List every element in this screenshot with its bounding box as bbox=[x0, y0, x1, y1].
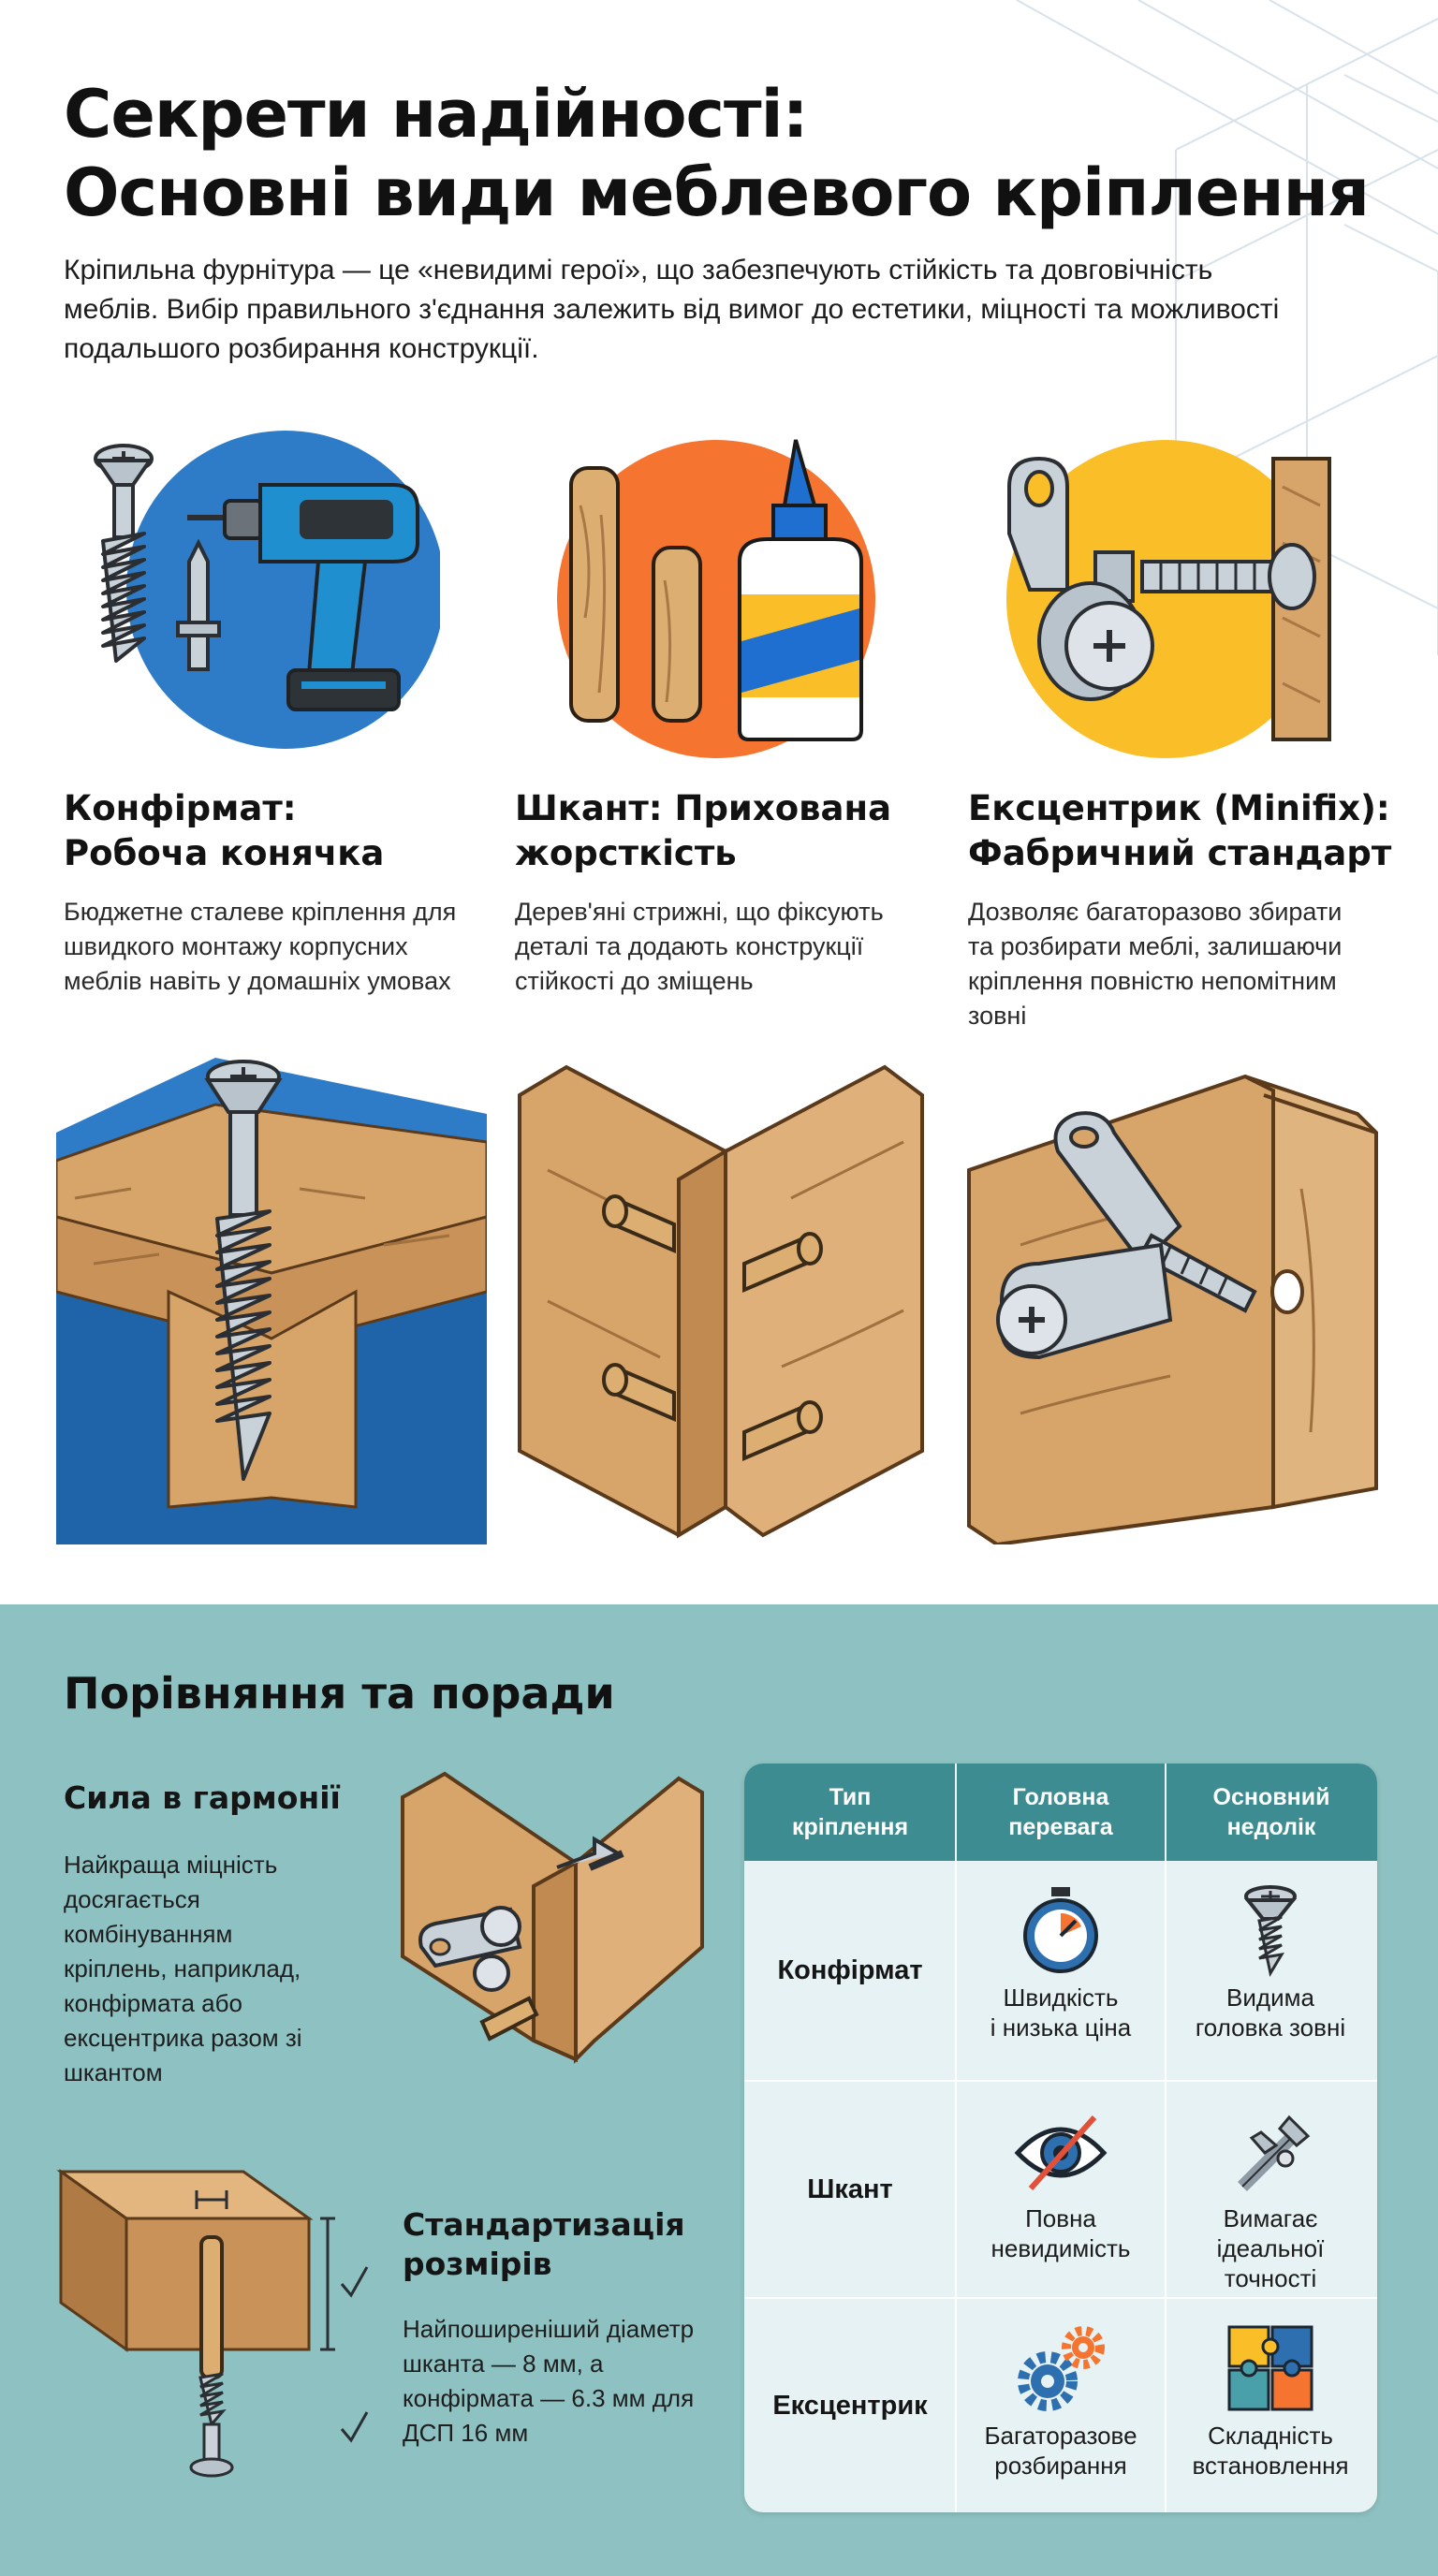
card-dowel-title: Шкант: Прихована жорсткість bbox=[515, 786, 891, 876]
table-cell: Складність встановлення bbox=[1166, 2299, 1375, 2512]
tip-standard-text: Найпоширеніший діаметр шканта — 8 мм, а … bbox=[403, 2315, 695, 2447]
screw-icon bbox=[1243, 1885, 1298, 1977]
glue-bottle-icon bbox=[738, 439, 863, 741]
table-header-disadvantage: Основний недолік bbox=[1212, 1784, 1330, 1840]
eccentric-bolt-icon bbox=[418, 1906, 522, 1992]
tip-standard-title-line-2: розмірів bbox=[403, 2246, 552, 2282]
advantage-text: Повна невидимість bbox=[990, 2204, 1131, 2262]
eccentric-joint-diagram bbox=[967, 1074, 1378, 1544]
drill-icon bbox=[187, 483, 419, 711]
card-eccentric-title-line-2: Фабричний стандарт bbox=[968, 833, 1392, 873]
stopwatch-icon bbox=[1023, 1887, 1098, 1973]
card-confirmat-title: Конфірмат: Робоча конячка bbox=[64, 786, 384, 876]
confirmat-screw-icon bbox=[189, 2372, 234, 2478]
disadvantage-text: Складність встановлення bbox=[1192, 2422, 1349, 2480]
check-icon bbox=[340, 2411, 369, 2443]
dowel-pins-icon bbox=[602, 1194, 823, 1462]
comparison-table: Тип кріплення Головна перевага Основний … bbox=[744, 1764, 1377, 2512]
card-eccentric-description: Дозволяє багаторазово збирати та розбира… bbox=[968, 898, 1343, 1030]
dowel-joint-diagram bbox=[518, 1064, 924, 1539]
comparison-title: Порівняння та поради bbox=[64, 1668, 615, 1719]
tip-standard-title: Стандартизація розмірів bbox=[403, 2205, 685, 2284]
confirmat-screw-icon bbox=[94, 444, 154, 663]
table-row-eccentric-label: Ексцентрик bbox=[772, 2390, 928, 2421]
confirmat-drill-icon bbox=[94, 431, 440, 749]
disadvantage-text: Видима головка зовні bbox=[1195, 1983, 1346, 2042]
title-line-2: Основні види меблевого кріплення bbox=[64, 154, 1370, 231]
table-header-type: Тип кріплення bbox=[791, 1784, 909, 1840]
card-dowel-title-line-2: жорсткість bbox=[515, 833, 737, 873]
check-icon bbox=[340, 2266, 369, 2298]
advantage-text: Швидкість і низька ціна bbox=[990, 1983, 1132, 2042]
eye-crossed-icon bbox=[1014, 2115, 1108, 2191]
gears-icon bbox=[1018, 2326, 1105, 2411]
table-header bbox=[744, 1764, 1377, 1861]
combined-joint-diagram bbox=[401, 1771, 704, 2064]
puzzle-icon bbox=[1227, 2325, 1313, 2411]
tip-harmony-text: Найкраща міцність досягається комбінуван… bbox=[64, 1851, 302, 2086]
eccentric-bolt-icon bbox=[1007, 456, 1316, 610]
card-eccentric-title: Ексцентрик (Minifix): Фабричний стандарт bbox=[968, 786, 1391, 876]
eccentric-bolt-icon bbox=[996, 1111, 1257, 1360]
table-row-dowel-label: Шкант bbox=[807, 2174, 893, 2204]
eccentric-icon bbox=[1006, 440, 1331, 758]
card-confirmat-title-line-2: Робоча конячка bbox=[64, 833, 385, 873]
table-divider bbox=[1165, 1764, 1167, 2512]
card-dowel-title-line-1: Шкант: Прихована bbox=[515, 788, 892, 828]
table-cell: Видима головка зовні bbox=[1166, 1861, 1375, 2080]
table-cell: Вимагає ідеальної точності bbox=[1166, 2082, 1375, 2297]
disadvantage-text: Вимагає ідеальної точності bbox=[1216, 2204, 1325, 2292]
dowel-icon bbox=[569, 466, 702, 723]
table-cell: Повна невидимість bbox=[956, 2082, 1166, 2297]
confirmat-screw-icon bbox=[204, 1060, 283, 1481]
title-line-1: Секрети надійності: bbox=[64, 76, 809, 153]
table-header-advantage: Головна перевага bbox=[1008, 1784, 1113, 1840]
dowel-icon bbox=[199, 2235, 224, 2379]
table-row-confirmat-label: Конфірмат bbox=[777, 1954, 923, 1985]
confirmat-joint-diagram bbox=[56, 1058, 487, 1544]
tip-harmony-title: Сила в гармонії bbox=[64, 1779, 341, 1816]
page-title: Секрети надійності: Основні види меблево… bbox=[64, 75, 1370, 232]
advantage-text: Багаторазове розбирання bbox=[984, 2422, 1137, 2480]
table-divider bbox=[744, 2080, 1377, 2082]
card-dowel-description: Дерев'яні стрижні, що фіксують деталі та… bbox=[515, 898, 884, 995]
card-eccentric-title-line-1: Ексцентрик (Minifix): bbox=[968, 788, 1390, 828]
dimensions-diagram bbox=[56, 2169, 369, 2478]
card-confirmat-title-line-1: Конфірмат: bbox=[64, 788, 297, 828]
caliper-icon bbox=[1238, 2115, 1311, 2191]
cam-lock-icon bbox=[1037, 581, 1154, 701]
card-confirmat-description: Бюджетне сталеве кріплення для швидкого … bbox=[64, 898, 457, 995]
tip-standard-title-line-1: Стандартизація bbox=[403, 2206, 685, 2243]
table-cell: Швидкість і низька ціна bbox=[956, 1861, 1166, 2080]
dowel-glue-icon bbox=[557, 439, 875, 758]
table-divider bbox=[955, 1764, 957, 2512]
table-cell: Багаторазове розбирання bbox=[956, 2299, 1166, 2512]
intro-text: Кріпильна фурнітура — це «невидимі герої… bbox=[64, 255, 1280, 364]
table-divider bbox=[744, 2297, 1377, 2299]
